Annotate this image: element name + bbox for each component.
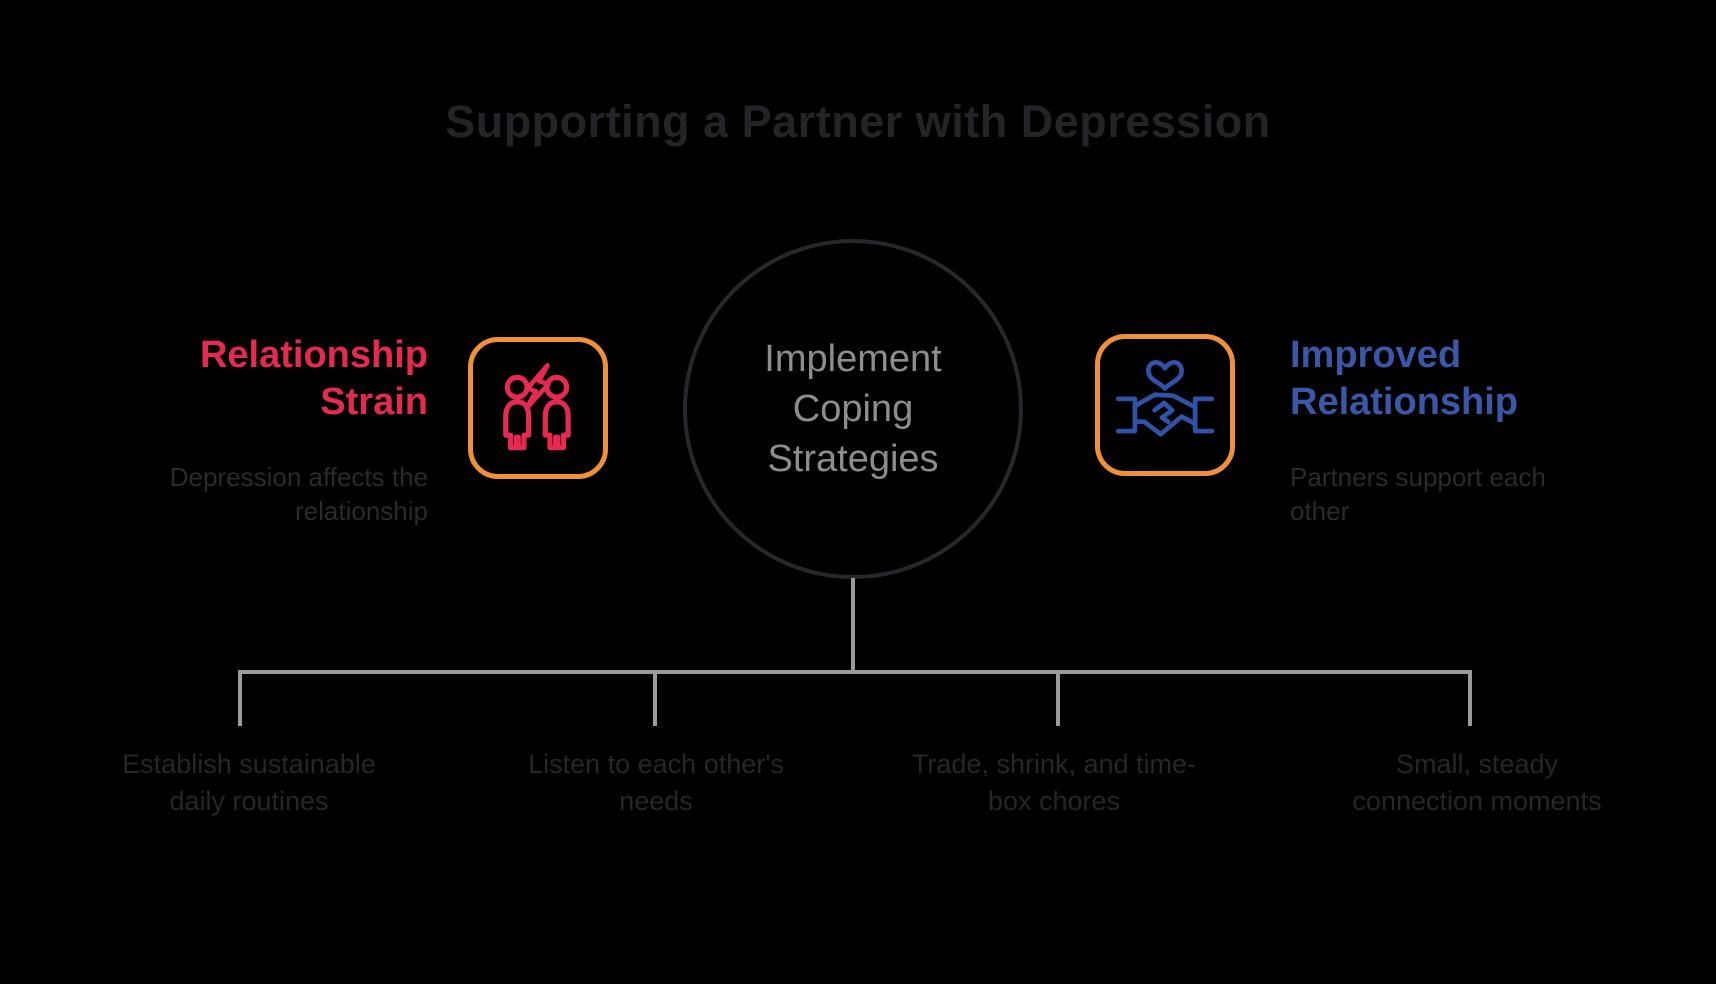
page-title: Supporting a Partner with Depression bbox=[445, 96, 1271, 147]
connector-drop-1 bbox=[238, 672, 242, 726]
center-node-circle: Implement Coping Strategies bbox=[683, 239, 1023, 579]
connector-stem bbox=[851, 578, 855, 672]
connector-drop-2 bbox=[653, 672, 657, 726]
handshake-heart-icon bbox=[1113, 351, 1217, 460]
connector-drop-4 bbox=[1468, 672, 1472, 726]
conflict-people-icon bbox=[486, 354, 590, 463]
right-icon-box bbox=[1095, 334, 1235, 476]
connector-drop-3 bbox=[1056, 672, 1060, 726]
strategy-label-4: Small, steady connection moments bbox=[1352, 749, 1602, 816]
left-node-heading: Relationship Strain bbox=[199, 334, 428, 424]
right-node-description: Partners support each other bbox=[1290, 462, 1546, 527]
strategy-label-1: Establish sustainable daily routines bbox=[122, 749, 376, 816]
connector-horizontal bbox=[238, 670, 1472, 674]
left-node-description: Depression affects the relationship bbox=[169, 462, 428, 527]
strategy-label-3: Trade, shrink, and time-box chores bbox=[911, 749, 1197, 816]
strategy-label-2: Listen to each other's needs bbox=[528, 749, 784, 816]
center-node-label: Implement Coping Strategies bbox=[764, 337, 942, 481]
left-icon-box bbox=[468, 337, 608, 479]
right-node-heading: Improved Relationship bbox=[1290, 334, 1519, 424]
